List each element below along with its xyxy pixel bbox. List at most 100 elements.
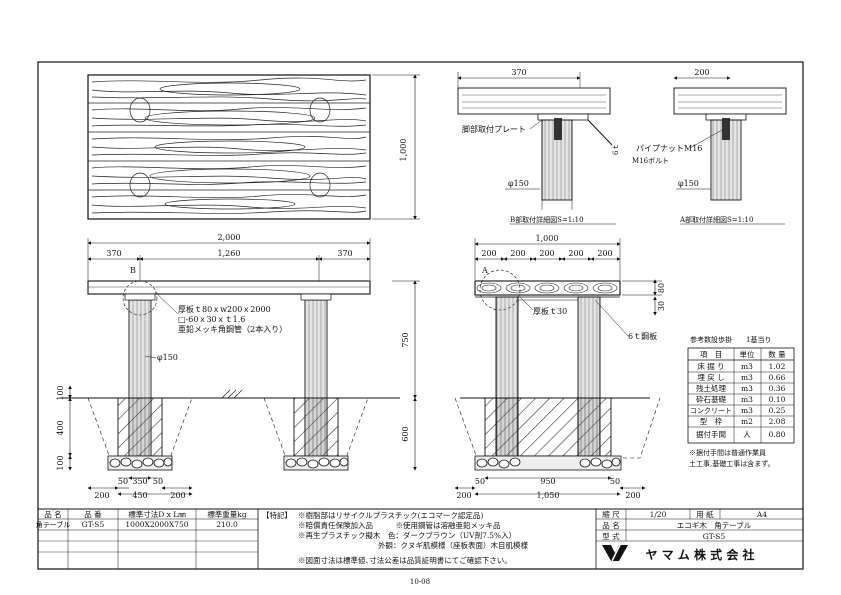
qty-row-5-qty: 2.08 bbox=[769, 417, 786, 426]
qty-row-1-unit: m3 bbox=[741, 373, 753, 382]
qty-row-2-qty: 0.36 bbox=[769, 384, 786, 393]
side-note-board: 厚板ｔ30 bbox=[533, 306, 567, 316]
tb-model: GT-S5 bbox=[703, 532, 726, 541]
front-note-pipe: □-60ｘ30ｘｔ1.6 bbox=[178, 315, 245, 324]
spec-header-code: 品 番 bbox=[84, 509, 102, 519]
spec-header-name: 品 名 bbox=[44, 509, 61, 519]
qty-header-item: 項 目 bbox=[700, 350, 723, 359]
side-dim-top-1: 200 bbox=[510, 249, 525, 258]
front-dim-200a: 200 bbox=[94, 491, 109, 500]
qty-row-3-unit: m3 bbox=[741, 395, 753, 404]
spec-row-code: GT-S5 bbox=[82, 520, 105, 529]
spec-row-size: 1000X2000X750 bbox=[125, 520, 188, 529]
side-dim-1000: 1,000 bbox=[536, 234, 559, 243]
qty-row-0-qty: 1.02 bbox=[769, 362, 786, 371]
qty-row-6-item: 据付手間 bbox=[696, 429, 726, 439]
side-note-plate: 6ｔ鋼板 bbox=[628, 331, 657, 341]
front-post-dia: φ150 bbox=[157, 353, 178, 362]
detail-a: 200 パイプナットM16 M16ボルト φ150 A部取付詳細図S=1:10 bbox=[632, 68, 787, 225]
front-dim-right: 370 bbox=[337, 249, 352, 258]
front-dim-total: 2,000 bbox=[218, 233, 241, 242]
front-dim-350: 350 bbox=[132, 477, 147, 486]
detail-a-label-nut: パイプナットM16 bbox=[636, 144, 702, 153]
sheet-border bbox=[37, 61, 804, 570]
front-gravel bbox=[107, 455, 349, 471]
detail-b: 370 脚部取付プレート 6ｔ φ150 B部取付詳細図S=1:10 bbox=[457, 68, 620, 225]
qty-header-qty: 数 量 bbox=[768, 349, 786, 359]
side-dim-top-2: 200 bbox=[539, 249, 554, 258]
qty-row-1-qty: 0.66 bbox=[769, 373, 786, 382]
detail-a-label-bolt: M16ボルト bbox=[632, 157, 669, 165]
qty-row-2-item: 残土処理 bbox=[696, 383, 726, 393]
qty-row-6-qty: 0.80 bbox=[769, 430, 786, 439]
front-dim-left: 370 bbox=[106, 249, 121, 258]
notes-line-3: 外観：クヌギ肌模様（座板表面）木目肌模様 bbox=[378, 540, 528, 550]
qty-row-4-item: コンクリート bbox=[690, 407, 732, 415]
plan-dim-1000: 1,000 bbox=[399, 139, 408, 162]
qty-row-3-qty: 0.10 bbox=[769, 395, 786, 404]
detail-b-caption: B部取付詳細図S=1:10 bbox=[510, 215, 584, 224]
detail-a-caption: A部取付詳細図S=1:10 bbox=[679, 215, 753, 224]
side-dim-950: 950 bbox=[540, 477, 555, 486]
tb-scale: 1/20 bbox=[650, 510, 667, 519]
qty-table: 参考数設歩掛 1基当り 項 目 単位 数 量 床 掘 り m3 1.02 埋 戻… bbox=[687, 335, 795, 468]
front-dim-mid: 1,260 bbox=[218, 249, 241, 258]
spec-row-weight: 210.0 bbox=[216, 520, 238, 529]
company-logo bbox=[602, 544, 628, 562]
notes-line-4: ※図面寸法は標準値､寸法公差は品質証明書にてご確認下さい。 bbox=[298, 555, 512, 565]
spec-header-size: 標準寸法D x L㎜ bbox=[128, 509, 186, 519]
front-tabletop bbox=[87, 280, 371, 295]
front-view: 2,000 370 1,260 370 B bbox=[56, 233, 420, 500]
front-note-board: 厚板ｔ80ｘw200ｘ2000 bbox=[178, 304, 271, 314]
qty-row-3-item: 砕石基礎 bbox=[696, 394, 726, 404]
side-tabletop bbox=[474, 280, 621, 296]
qty-note-1: ※据付手間は普通作業員 bbox=[689, 448, 766, 457]
side-dim-top-0: 200 bbox=[481, 249, 496, 258]
front-dim-100a: 100 bbox=[56, 385, 65, 400]
side-dim-30: 30 bbox=[657, 301, 666, 311]
spec-row-name: 角テーブル bbox=[36, 520, 71, 529]
qty-row-2-unit: m3 bbox=[741, 384, 753, 393]
qty-table-title: 参考数設歩掛 1基当り bbox=[690, 335, 771, 344]
front-note-pipe2: 亜鉛メッキ角鋼管（2本入り） bbox=[178, 324, 287, 334]
front-dim-50b: 50 bbox=[153, 477, 163, 486]
front-dim-400: 400 bbox=[56, 420, 65, 435]
detail-b-label-plate: 脚部取付プレート bbox=[462, 124, 526, 134]
qty-row-0-unit: m3 bbox=[741, 362, 753, 371]
side-marker-a: A bbox=[481, 266, 488, 275]
notes-line-2: ※再生プラスチック擬木 色：ダークブラウン（UV剤7.5%入） bbox=[298, 530, 516, 540]
side-dim-1050: 1,050 bbox=[537, 491, 560, 500]
spec-table: 品 名 品 番 標準寸法D x L㎜ 標準重量kg 角テーブル GT-S5 10… bbox=[36, 509, 259, 569]
qty-row-5-item: 型 枠 bbox=[700, 416, 723, 426]
front-dim-200b: 200 bbox=[170, 491, 185, 500]
qty-header-unit: 単位 bbox=[740, 349, 755, 359]
side-dim-top-4: 200 bbox=[597, 249, 612, 258]
notes-line-1: ※賠償責任保険加入品 ※使用鋼管は溶融亜鉛メッキ品 bbox=[298, 520, 501, 530]
qty-note-2: 土工事,基礎工事は含まず。 bbox=[689, 459, 775, 468]
side-dim-200c: 200 bbox=[456, 491, 471, 500]
spec-header-weight: 標準重量kg bbox=[207, 509, 247, 519]
notes: 【特記】 ※樹脂部はリサイクルプラスチック(エコマーク認定品) ※賠償責任保険加… bbox=[262, 510, 528, 565]
front-marker-b: B bbox=[130, 266, 136, 275]
qty-row-0-item: 床 掘 り bbox=[697, 361, 724, 371]
qty-row-4-qty: 0.25 bbox=[769, 406, 786, 415]
front-dim-100b: 100 bbox=[56, 455, 65, 470]
front-dim-50a: 50 bbox=[118, 477, 128, 486]
front-dim-600: 600 bbox=[401, 426, 410, 441]
notes-title: 【特記】 bbox=[262, 510, 292, 520]
side-dim-50d: 50 bbox=[610, 477, 620, 486]
tb-scale-label: 縮 尺 bbox=[602, 509, 620, 519]
tb-model-label: 型 式 bbox=[602, 531, 620, 541]
tb-name: エコギ木 角テーブル bbox=[677, 520, 752, 530]
side-dim-50c: 50 bbox=[475, 477, 485, 486]
title-block: 縮 尺 1/20 用 紙 A4 品 名 エコギ木 角テーブル 型 式 GT-S5… bbox=[595, 509, 803, 569]
side-dim-top-3: 200 bbox=[568, 249, 583, 258]
detail-b-post-dia: φ150 bbox=[508, 179, 529, 188]
tb-name-label: 品 名 bbox=[602, 520, 619, 530]
tb-paper: A4 bbox=[756, 510, 767, 519]
side-dim-200d: 200 bbox=[625, 491, 640, 500]
ground-mark bbox=[221, 389, 243, 399]
wood-grain bbox=[88, 77, 370, 214]
qty-row-1-item: 埋 戻 し bbox=[697, 372, 724, 382]
